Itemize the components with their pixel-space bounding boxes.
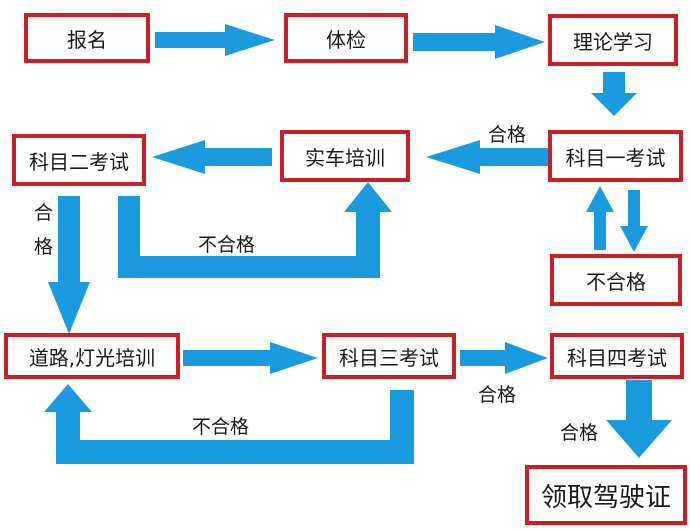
arrow-subject2-fail-loop [118, 182, 392, 278]
step-medical: 体检 [284, 13, 408, 63]
arrow-subject3-to-subject4 [460, 342, 548, 374]
step-subject2-label: 科目二考试 [29, 149, 129, 174]
step-subject4-label: 科目四考试 [567, 345, 667, 370]
arrow-road-to-subject3 [183, 342, 318, 374]
step-theory: 理论学习 [548, 14, 678, 66]
label-pass-s2-b: 格 [34, 236, 54, 258]
step-subject1: 科目一考试 [548, 130, 683, 182]
label-pass-s2-a: 合 [34, 202, 54, 224]
step-fail-s1: 不合格 [550, 254, 682, 306]
step-subject1-label: 科目一考试 [565, 145, 666, 170]
step-road-light-label: 道路,灯光培训 [28, 345, 156, 370]
step-subject4: 科目四考试 [550, 333, 684, 379]
step-license: 领取驾驶证 [525, 465, 687, 525]
step-medical-label: 体检 [326, 27, 366, 52]
arrow-practice-to-subject2 [152, 140, 272, 174]
step-subject2: 科目二考试 [12, 134, 146, 186]
label-pass-s1: 合格 [488, 124, 527, 146]
label-fail-s3: 不合格 [192, 416, 250, 438]
step-register-label: 报名 [67, 27, 107, 52]
step-subject3: 科目三考试 [322, 333, 456, 379]
arrow-retest-up [586, 186, 614, 250]
label-fail-s2: 不合格 [198, 234, 256, 256]
arrow-subject4-pass-down [606, 380, 672, 458]
arrow-subject2-pass-down [48, 196, 90, 334]
arrow-fail-down [620, 190, 648, 252]
arrow-subject1-to-practice [426, 140, 548, 174]
arrow-subject3-fail-loop [44, 384, 414, 464]
step-road-light: 道路,灯光培训 [4, 333, 180, 379]
step-practice: 实车培训 [280, 130, 410, 182]
arrow-theory-down [591, 72, 637, 116]
step-subject3-label: 科目三考试 [339, 345, 439, 370]
step-theory-label: 理论学习 [573, 29, 653, 54]
step-fail-s1-label: 不合格 [586, 269, 646, 294]
step-practice-label: 实车培训 [305, 145, 385, 170]
arrow-register-to-medical [155, 24, 275, 56]
label-pass-s4: 合格 [560, 422, 599, 444]
arrow-medical-to-theory [413, 25, 545, 59]
step-license-label: 领取驾驶证 [540, 482, 671, 513]
label-pass-s3: 合格 [478, 384, 517, 406]
step-register: 报名 [24, 13, 150, 63]
